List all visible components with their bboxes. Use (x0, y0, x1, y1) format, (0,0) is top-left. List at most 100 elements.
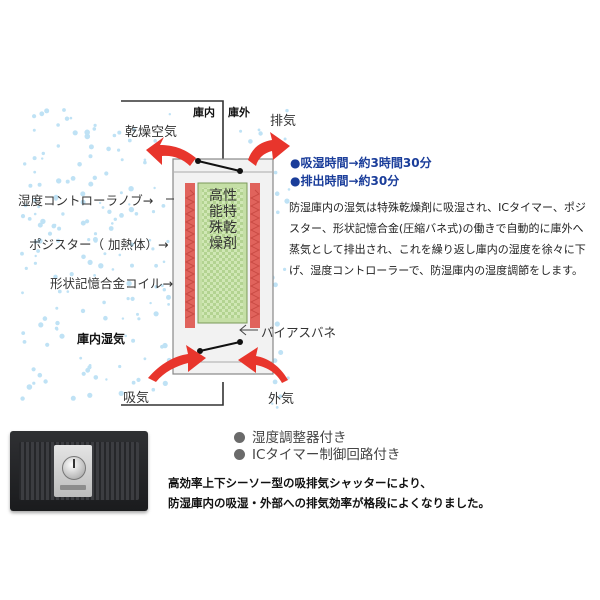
droplet (57, 289, 62, 294)
droplet (31, 114, 37, 119)
droplet (136, 312, 139, 316)
droplet (117, 130, 122, 135)
droplet (23, 203, 28, 208)
droplet (21, 291, 24, 295)
droplet (87, 392, 93, 398)
droplet (20, 396, 25, 401)
droplet (33, 212, 37, 216)
droplet (276, 210, 280, 215)
droplet (274, 191, 280, 196)
droplet (33, 261, 38, 265)
droplet (33, 198, 37, 203)
label-knob: 湿度コントローラノブ→ (18, 193, 154, 208)
droplet (108, 226, 114, 231)
label-inner-humidity: 庫内湿気 (77, 332, 126, 346)
label-desiccant: 高性能特殊乾燥剤 (209, 188, 237, 252)
droplet (166, 239, 170, 244)
droplet (54, 326, 59, 330)
droplet (274, 321, 280, 327)
droplet (45, 342, 50, 347)
outside-air-arrow (238, 347, 288, 383)
feature-humidity-regulator: 湿度調整器付き (234, 426, 347, 446)
label-posistor: ポジスター（ 加熱体）→ (29, 237, 169, 252)
droplet (112, 133, 117, 138)
droplet (128, 206, 135, 213)
shape-memory-coil-right (249, 189, 261, 319)
droplet (20, 251, 24, 256)
label-dry-air: 乾燥空気 (125, 125, 178, 140)
dry-air-arrow (146, 137, 196, 166)
inner-humidity-arrow (148, 345, 206, 382)
droplet (66, 290, 70, 293)
droplet (37, 222, 43, 228)
droplet (106, 146, 111, 152)
droplet (162, 342, 168, 349)
droplet (132, 127, 136, 132)
droplet (283, 267, 287, 271)
bias-spring-pointer (239, 324, 258, 336)
label-outside: 庫外 (228, 106, 250, 119)
droplet (47, 231, 53, 236)
droplet (44, 108, 50, 114)
droplet (286, 376, 290, 380)
droplet (28, 183, 33, 188)
droplet (65, 179, 70, 184)
droplet (41, 157, 44, 160)
droplet (107, 209, 112, 214)
droplet (98, 201, 102, 205)
droplet (37, 238, 43, 244)
label-inside: 庫内 (193, 106, 215, 119)
shape-memory-coil-left (184, 189, 196, 319)
droplet (239, 129, 243, 133)
droplet (80, 220, 86, 226)
droplet (56, 123, 60, 127)
droplet (257, 128, 261, 132)
label-outside-air: 外気 (268, 392, 295, 407)
droplet (103, 252, 107, 256)
droplet (278, 350, 284, 355)
droplet (153, 139, 157, 143)
droplet (55, 320, 60, 326)
droplet (121, 317, 125, 320)
droplet (59, 333, 65, 339)
droplet (23, 162, 27, 166)
droplet (69, 272, 74, 277)
droplet (27, 217, 32, 221)
desiccant-block (197, 182, 248, 324)
droplet (81, 371, 86, 376)
droplet (92, 127, 97, 131)
droplet (118, 253, 122, 257)
droplet (41, 151, 45, 156)
droplet (93, 238, 98, 243)
droplet (84, 129, 90, 136)
droplet (80, 191, 86, 197)
droplet (119, 191, 123, 195)
droplet (161, 284, 164, 288)
droplet (119, 213, 124, 218)
droplet (130, 296, 135, 301)
droplet (85, 219, 90, 224)
droplet (117, 148, 121, 152)
droplet (143, 158, 147, 162)
droplet (134, 212, 139, 216)
bottom-text-line-1: 高効率上下シーソー型の吸排気シャッターにより、 (168, 476, 432, 490)
droplet (84, 133, 91, 140)
droplet (56, 144, 60, 148)
droplet (92, 175, 98, 180)
droplet (136, 377, 141, 382)
droplet (113, 217, 118, 221)
droplet (80, 199, 86, 205)
droplet (37, 182, 42, 187)
droplet (120, 158, 124, 162)
droplet (70, 176, 76, 181)
droplet (118, 390, 124, 396)
droplet (77, 162, 82, 167)
droplet (40, 218, 46, 225)
droplet (126, 297, 130, 301)
droplet (36, 249, 40, 253)
droplet (88, 364, 92, 367)
droplet (161, 204, 166, 208)
droplet (151, 247, 155, 251)
droplet (168, 113, 171, 116)
droplet (162, 260, 166, 264)
